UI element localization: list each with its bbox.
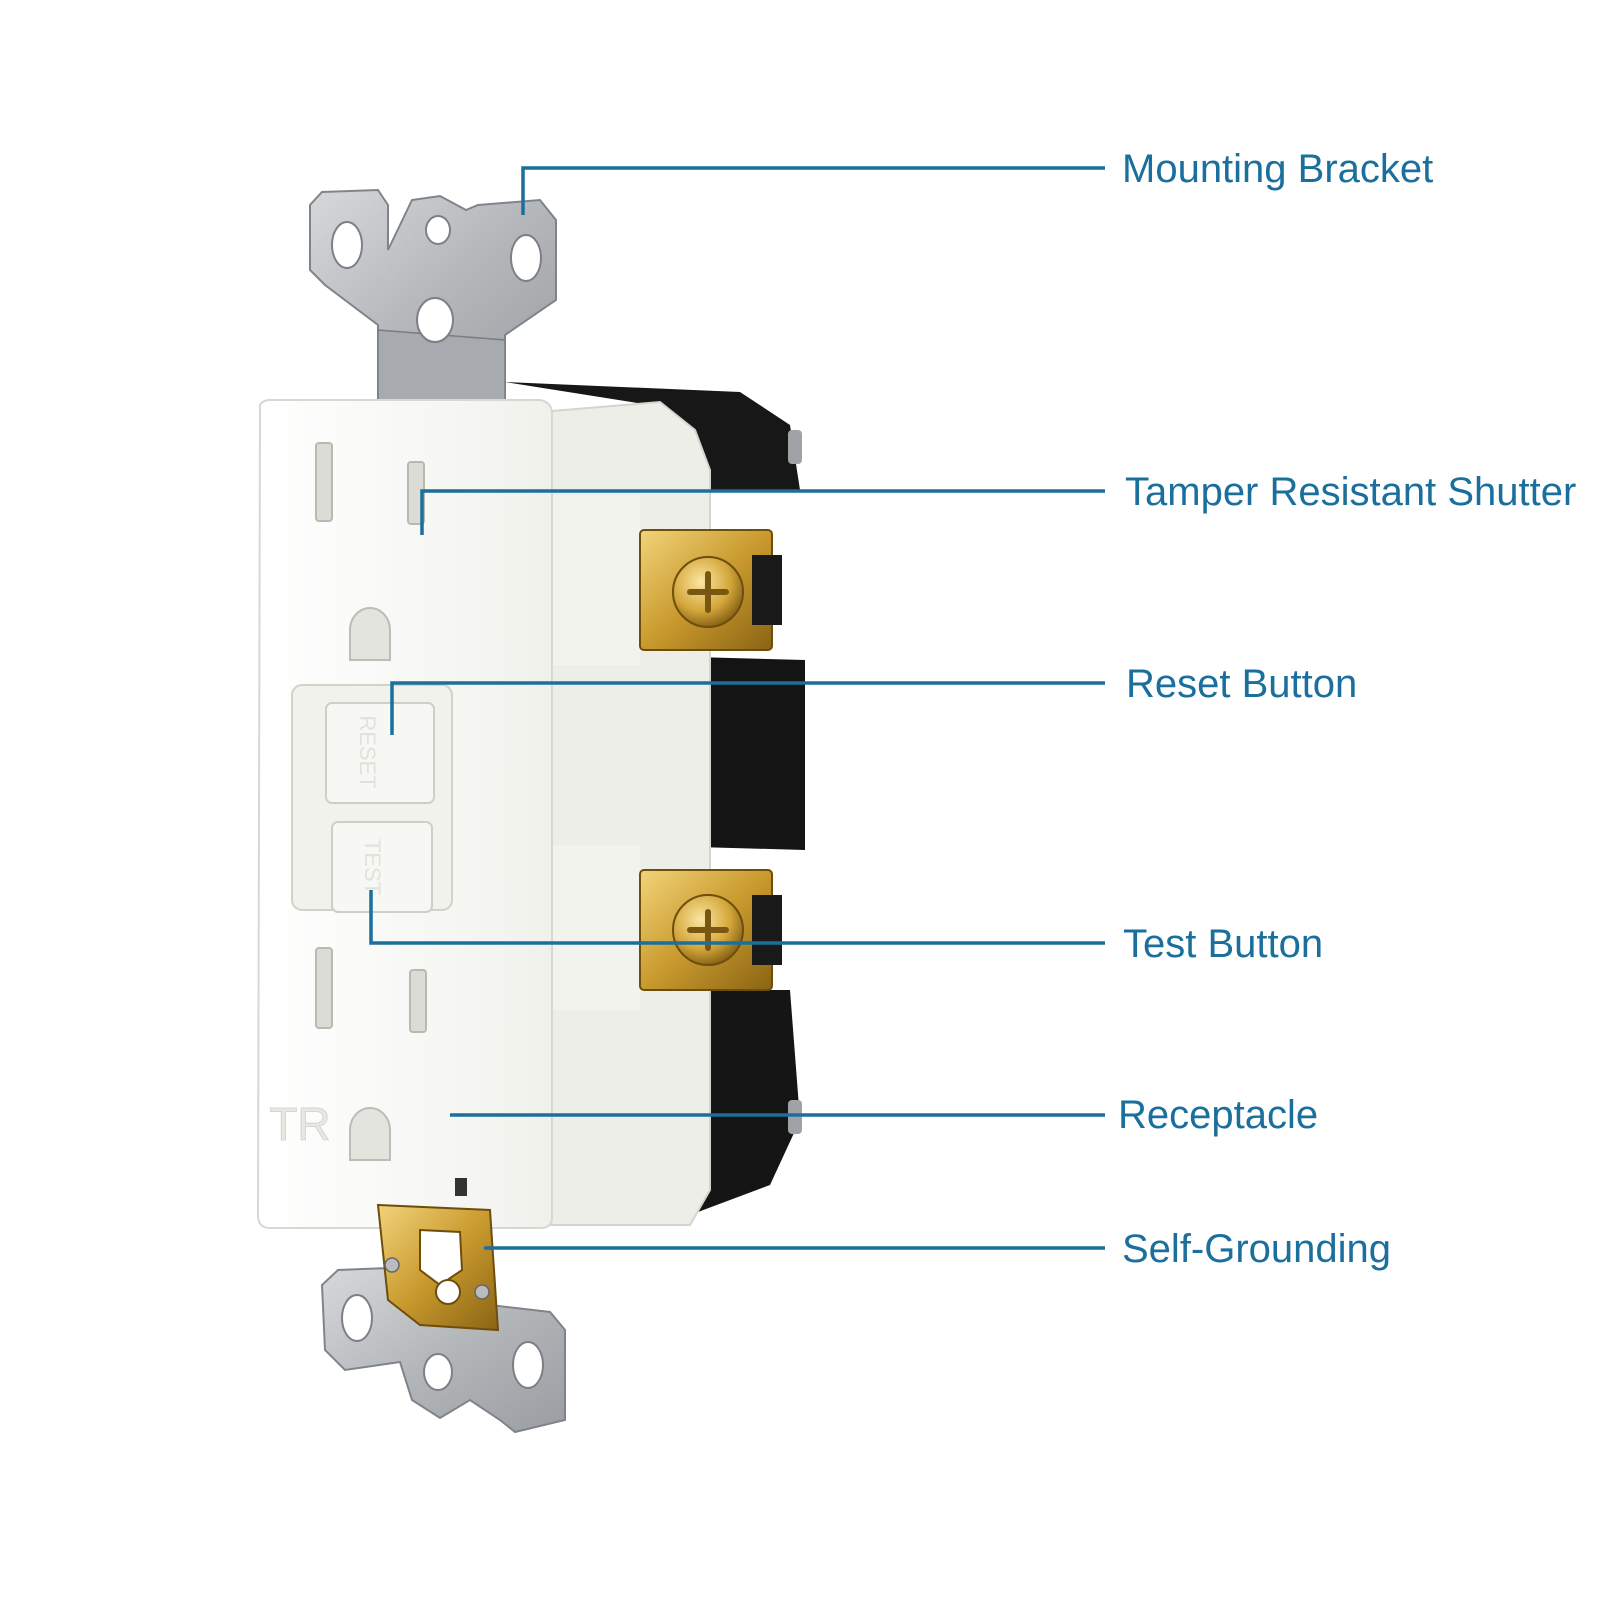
back-housing-top: [505, 382, 800, 490]
bracket-hole-right: [510, 234, 542, 282]
label-self-grounding: Self-Grounding: [1122, 1227, 1391, 1271]
upper-screw-slot: [687, 571, 729, 613]
upper-terminal: [639, 529, 782, 651]
label-receptacle: Receptacle: [1118, 1093, 1318, 1137]
label-mounting-bracket: Mounting Bracket: [1122, 147, 1433, 191]
upper-ground-hole: [349, 607, 391, 661]
housing-pin-top: [788, 430, 802, 464]
bracket-hole-lower: [416, 297, 454, 343]
callout-labels: Mounting Bracket Tamper Resistant Shutte…: [1118, 147, 1576, 1271]
bottom-mounting-bracket: [320, 1266, 566, 1434]
upper-neutral-slot: [315, 442, 333, 522]
lower-hot-slot: [409, 969, 427, 1033]
test-button[interactable]: TEST: [331, 821, 433, 913]
housing-pin-bottom: [788, 1100, 802, 1134]
lower-ground-hole: [349, 1107, 391, 1161]
bracket-hole-left: [331, 221, 363, 269]
self-grounding-clip: [376, 1203, 500, 1332]
side-step-bottom: [545, 845, 640, 1010]
back-housing-middle: [620, 655, 805, 850]
lower-terminal-clamp: [752, 895, 782, 965]
reset-button-text: RESET: [355, 715, 380, 788]
bottom-hole-center: [423, 1353, 453, 1391]
indicator-light: [455, 1178, 467, 1196]
leader-reset-button: [390, 681, 1105, 735]
top-mounting-bracket: [309, 188, 557, 413]
label-test-button: Test Button: [1123, 922, 1323, 966]
grounding-clip-slot: [419, 1228, 464, 1287]
leader-mounting-bracket: [521, 166, 1105, 215]
leader-tamper-resistant-shutter: [420, 489, 1105, 535]
test-button-text: TEST: [360, 839, 385, 895]
lower-neutral-slot: [315, 947, 333, 1029]
tr-mark: TR: [269, 1098, 330, 1150]
reset-button[interactable]: RESET: [325, 702, 435, 804]
label-reset-button: Reset Button: [1126, 662, 1357, 706]
bracket-hole-center: [425, 215, 451, 245]
upper-hot-slot: [407, 461, 425, 525]
bottom-hole-right: [512, 1341, 544, 1389]
grounding-hole: [435, 1279, 461, 1305]
callout-leaders: [369, 166, 1105, 1250]
leader-test-button: [369, 890, 1105, 945]
bottom-hole-left: [341, 1294, 373, 1342]
grounding-rivet-left: [384, 1257, 400, 1273]
lower-terminal: [639, 869, 782, 991]
side-step-top: [545, 495, 640, 665]
label-tamper-resistant-shutter: Tamper Resistant Shutter: [1125, 470, 1576, 514]
grounding-rivet-right: [474, 1284, 490, 1300]
upper-terminal-clamp: [752, 555, 782, 625]
